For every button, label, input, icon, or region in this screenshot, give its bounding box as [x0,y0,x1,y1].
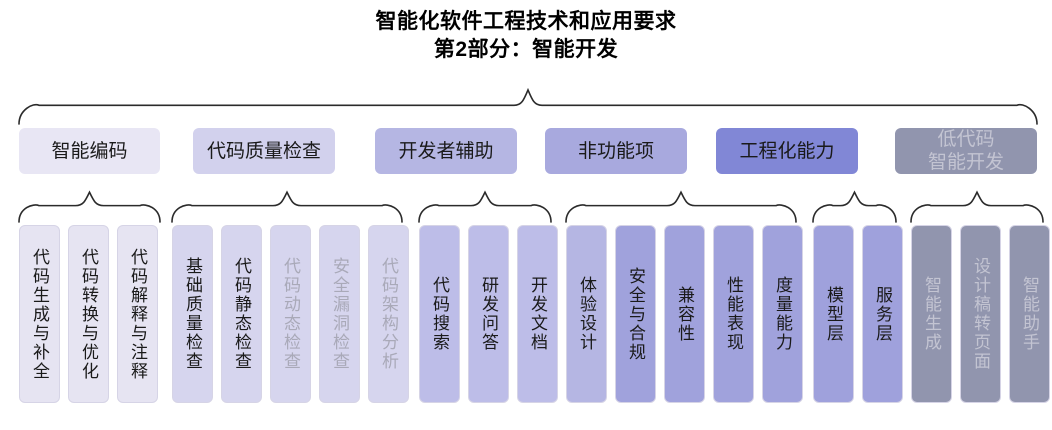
group-brace-code-quality-inspection [171,190,403,223]
leaf-item[interactable]: 代码动态检查 [270,225,311,403]
leaf-item[interactable]: 开发文档 [517,225,558,403]
leaf-item-label: 安全与合规 [626,266,645,362]
category-header-developer-assistance[interactable]: 开发者辅助 [375,128,517,174]
leaf-item[interactable]: 性能表现 [713,225,754,403]
leaf-item-label: 服务层 [873,285,892,343]
leaf-item-label: 代码搜索 [430,276,449,352]
leaf-item-label: 智能生成 [922,276,941,352]
leaf-item-label: 基础质量检查 [183,257,202,371]
leaf-item[interactable]: 设计稿转页面 [960,225,1001,403]
category-header-low-code-intelligent-development[interactable]: 低代码 智能开发 [895,128,1037,174]
leaf-item-label: 代码转换与优化 [79,247,98,381]
leaf-item[interactable]: 体验设计 [566,225,607,403]
leaf-item[interactable]: 安全漏洞检查 [319,225,360,403]
leaf-item[interactable]: 智能助手 [1009,225,1050,403]
leaf-item-label: 安全漏洞检查 [330,257,349,371]
category-header-label: 开发者辅助 [398,140,494,162]
category-header-code-quality-inspection[interactable]: 代码质量检查 [193,128,335,174]
leaf-item-label: 智能助手 [1020,276,1039,352]
group-brace-non-functional-items [565,190,797,223]
category-header-label: 工程化能力 [739,140,835,162]
leaf-item[interactable]: 代码静态检查 [221,225,262,403]
leaf-item[interactable]: 模型层 [813,225,854,403]
leaf-item-label: 开发文档 [528,276,547,352]
leaf-item[interactable]: 研发问答 [468,225,509,403]
leaf-item-label: 代码生成与补全 [30,247,49,381]
group-brace-low-code-intelligent-development [910,190,1044,223]
leaf-item-label: 代码解释与注释 [128,247,147,381]
leaf-item[interactable]: 智能生成 [911,225,952,403]
category-header-label: 智能编码 [51,140,128,162]
leaf-item-label: 模型层 [824,285,843,343]
leaf-item-label: 代码架构分析 [379,257,398,371]
title-line-1: 智能化软件工程技术和应用要求 [375,10,677,33]
leaf-item[interactable]: 代码转换与优化 [68,225,109,403]
group-brace-developer-assistance [418,190,552,223]
category-header-label: 非功能项 [577,140,654,162]
leaf-item[interactable]: 代码搜索 [419,225,460,403]
leaf-item-label: 性能表现 [724,276,743,352]
leaf-item-label: 兼容性 [675,285,694,343]
category-header-engineering-capability[interactable]: 工程化能力 [716,128,858,174]
top-brace [18,87,1038,125]
group-brace-intelligent-coding [18,190,161,223]
leaf-item[interactable]: 基础质量检查 [172,225,213,403]
leaf-item-label: 设计稿转页面 [971,257,990,371]
leaf-item[interactable]: 安全与合规 [615,225,656,403]
page-title: 智能化软件工程技术和应用要求 第2部分：智能开发 [0,8,1052,64]
leaf-item-label: 代码静态检查 [232,257,251,371]
category-header-non-functional-items[interactable]: 非功能项 [545,128,687,174]
group-brace-engineering-capability [812,190,897,223]
leaf-item-label: 体验设计 [577,276,596,352]
leaf-item[interactable]: 代码解释与注释 [117,225,158,403]
category-header-label: 代码质量检查 [206,140,321,162]
category-header-intelligent-coding[interactable]: 智能编码 [19,128,160,174]
title-line-2: 第2部分：智能开发 [433,38,619,61]
leaf-item[interactable]: 服务层 [862,225,903,403]
category-header-label: 低代码 智能开发 [927,129,1004,173]
leaf-item[interactable]: 代码生成与补全 [19,225,60,403]
leaf-item-label: 度量能力 [773,276,792,352]
leaf-item[interactable]: 兼容性 [664,225,705,403]
leaf-item[interactable]: 代码架构分析 [368,225,409,403]
leaf-item[interactable]: 度量能力 [762,225,803,403]
leaf-item-label: 代码动态检查 [281,257,300,371]
leaf-item-label: 研发问答 [479,276,498,352]
